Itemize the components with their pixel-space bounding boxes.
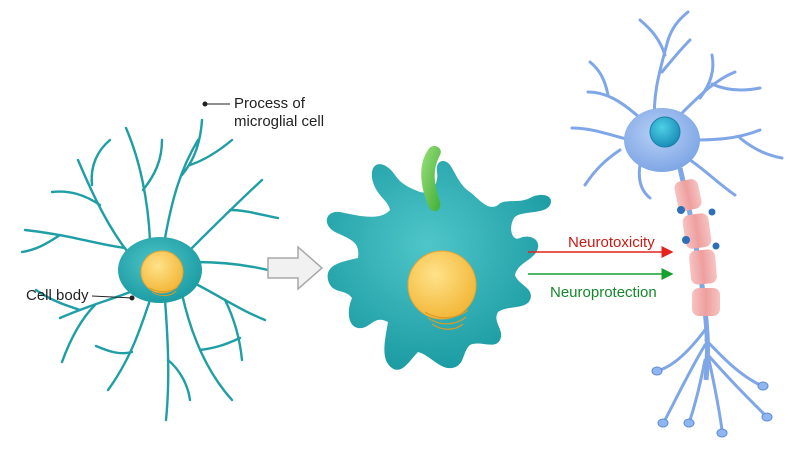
neuron (570, 10, 784, 438)
resting-golgi (149, 286, 179, 297)
axon-terminals (658, 328, 767, 432)
transition-arrow-icon (267, 245, 324, 291)
activated-microglia (326, 145, 551, 370)
activated-nucleus (407, 250, 477, 320)
synaptic-boutons (651, 366, 773, 438)
label-leader-process (202, 101, 230, 107)
label-process-line1: Process of (234, 95, 305, 112)
label-process-line2: microglial cell (234, 113, 325, 130)
neuron-nucleus (649, 116, 681, 148)
label-neuroprotection: Neuroprotection (550, 284, 657, 301)
resting-microglia (20, 118, 280, 422)
label-neurotoxicity: Neurotoxicity (568, 234, 655, 251)
phagocytosed-debris (421, 145, 441, 212)
label-process-of-microglial-cell: Process of microglial cell (234, 95, 324, 131)
neuron-dendrites (570, 10, 784, 200)
activated-golgi (424, 309, 469, 330)
nodes-of-ranvier (677, 206, 720, 250)
label-leader-cell-body (91, 295, 135, 301)
label-cell-body: Cell body (26, 287, 89, 304)
microglia-processes (20, 118, 280, 422)
resting-nucleus (140, 250, 184, 294)
